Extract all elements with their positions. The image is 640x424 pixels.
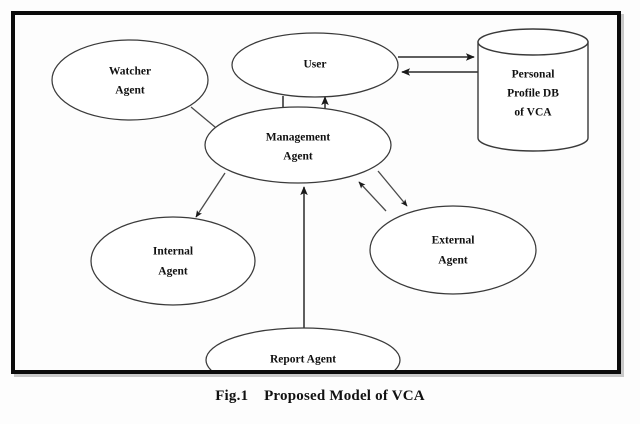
watcher-agent-label-line-2: Agent bbox=[115, 85, 145, 97]
node-report-agent[interactable]: Report Agent bbox=[205, 327, 401, 370]
management-agent-ellipse bbox=[204, 106, 392, 184]
personal-profile-db-cylinder-top bbox=[477, 28, 589, 56]
figure-caption: Fig.1 Proposed Model of VCA bbox=[215, 388, 425, 404]
management-agent-label-line-2: Agent bbox=[283, 151, 313, 163]
figure-frame-border: Watcher Agent User Personal Profile DB o… bbox=[11, 11, 621, 374]
user-ellipse bbox=[231, 32, 399, 98]
node-internal-agent[interactable]: Internal Agent bbox=[90, 216, 256, 306]
diagram-canvas: Watcher Agent User Personal Profile DB o… bbox=[51, 28, 589, 370]
watcher-agent-ellipse bbox=[51, 39, 209, 121]
node-layer: Watcher Agent User Personal Profile DB o… bbox=[51, 28, 589, 370]
watcher-agent-label-line-1: Watcher bbox=[109, 66, 151, 78]
node-external-agent[interactable]: External Agent bbox=[369, 205, 537, 295]
node-user[interactable]: User bbox=[231, 32, 399, 98]
internal-agent-label-line-1: Internal bbox=[153, 246, 193, 258]
node-personal-profile-db[interactable]: Personal Profile DB of VCA bbox=[477, 28, 589, 152]
personal-profile-db-label-line-3: of VCA bbox=[514, 107, 552, 119]
edge-management-to-internal-line bbox=[195, 172, 226, 218]
edge-management-to-external[interactable] bbox=[377, 170, 408, 207]
personal-profile-db-label-line-2: Profile DB bbox=[507, 88, 559, 100]
personal-profile-db-cylinder-body bbox=[477, 41, 589, 152]
user-label: User bbox=[304, 59, 327, 71]
external-agent-label-line-2: Agent bbox=[438, 255, 468, 267]
edge-management-to-internal[interactable] bbox=[195, 172, 226, 218]
node-watcher-agent[interactable]: Watcher Agent bbox=[51, 39, 209, 121]
internal-agent-label-line-2: Agent bbox=[158, 266, 188, 278]
edge-external-to-management-line bbox=[358, 181, 387, 212]
edge-layer bbox=[190, 53, 478, 329]
external-agent-label-line-1: External bbox=[432, 235, 475, 247]
node-management-agent[interactable]: Management Agent bbox=[204, 106, 392, 184]
edge-management-to-external-line bbox=[377, 170, 408, 207]
internal-agent-ellipse bbox=[90, 216, 256, 306]
personal-profile-db-label-line-1: Personal bbox=[512, 69, 555, 81]
external-agent-ellipse bbox=[369, 205, 537, 295]
edge-external-to-management[interactable] bbox=[358, 181, 387, 212]
report-agent-label: Report Agent bbox=[270, 354, 336, 366]
report-agent-ellipse bbox=[205, 327, 401, 370]
management-agent-label-line-1: Management bbox=[266, 132, 331, 144]
